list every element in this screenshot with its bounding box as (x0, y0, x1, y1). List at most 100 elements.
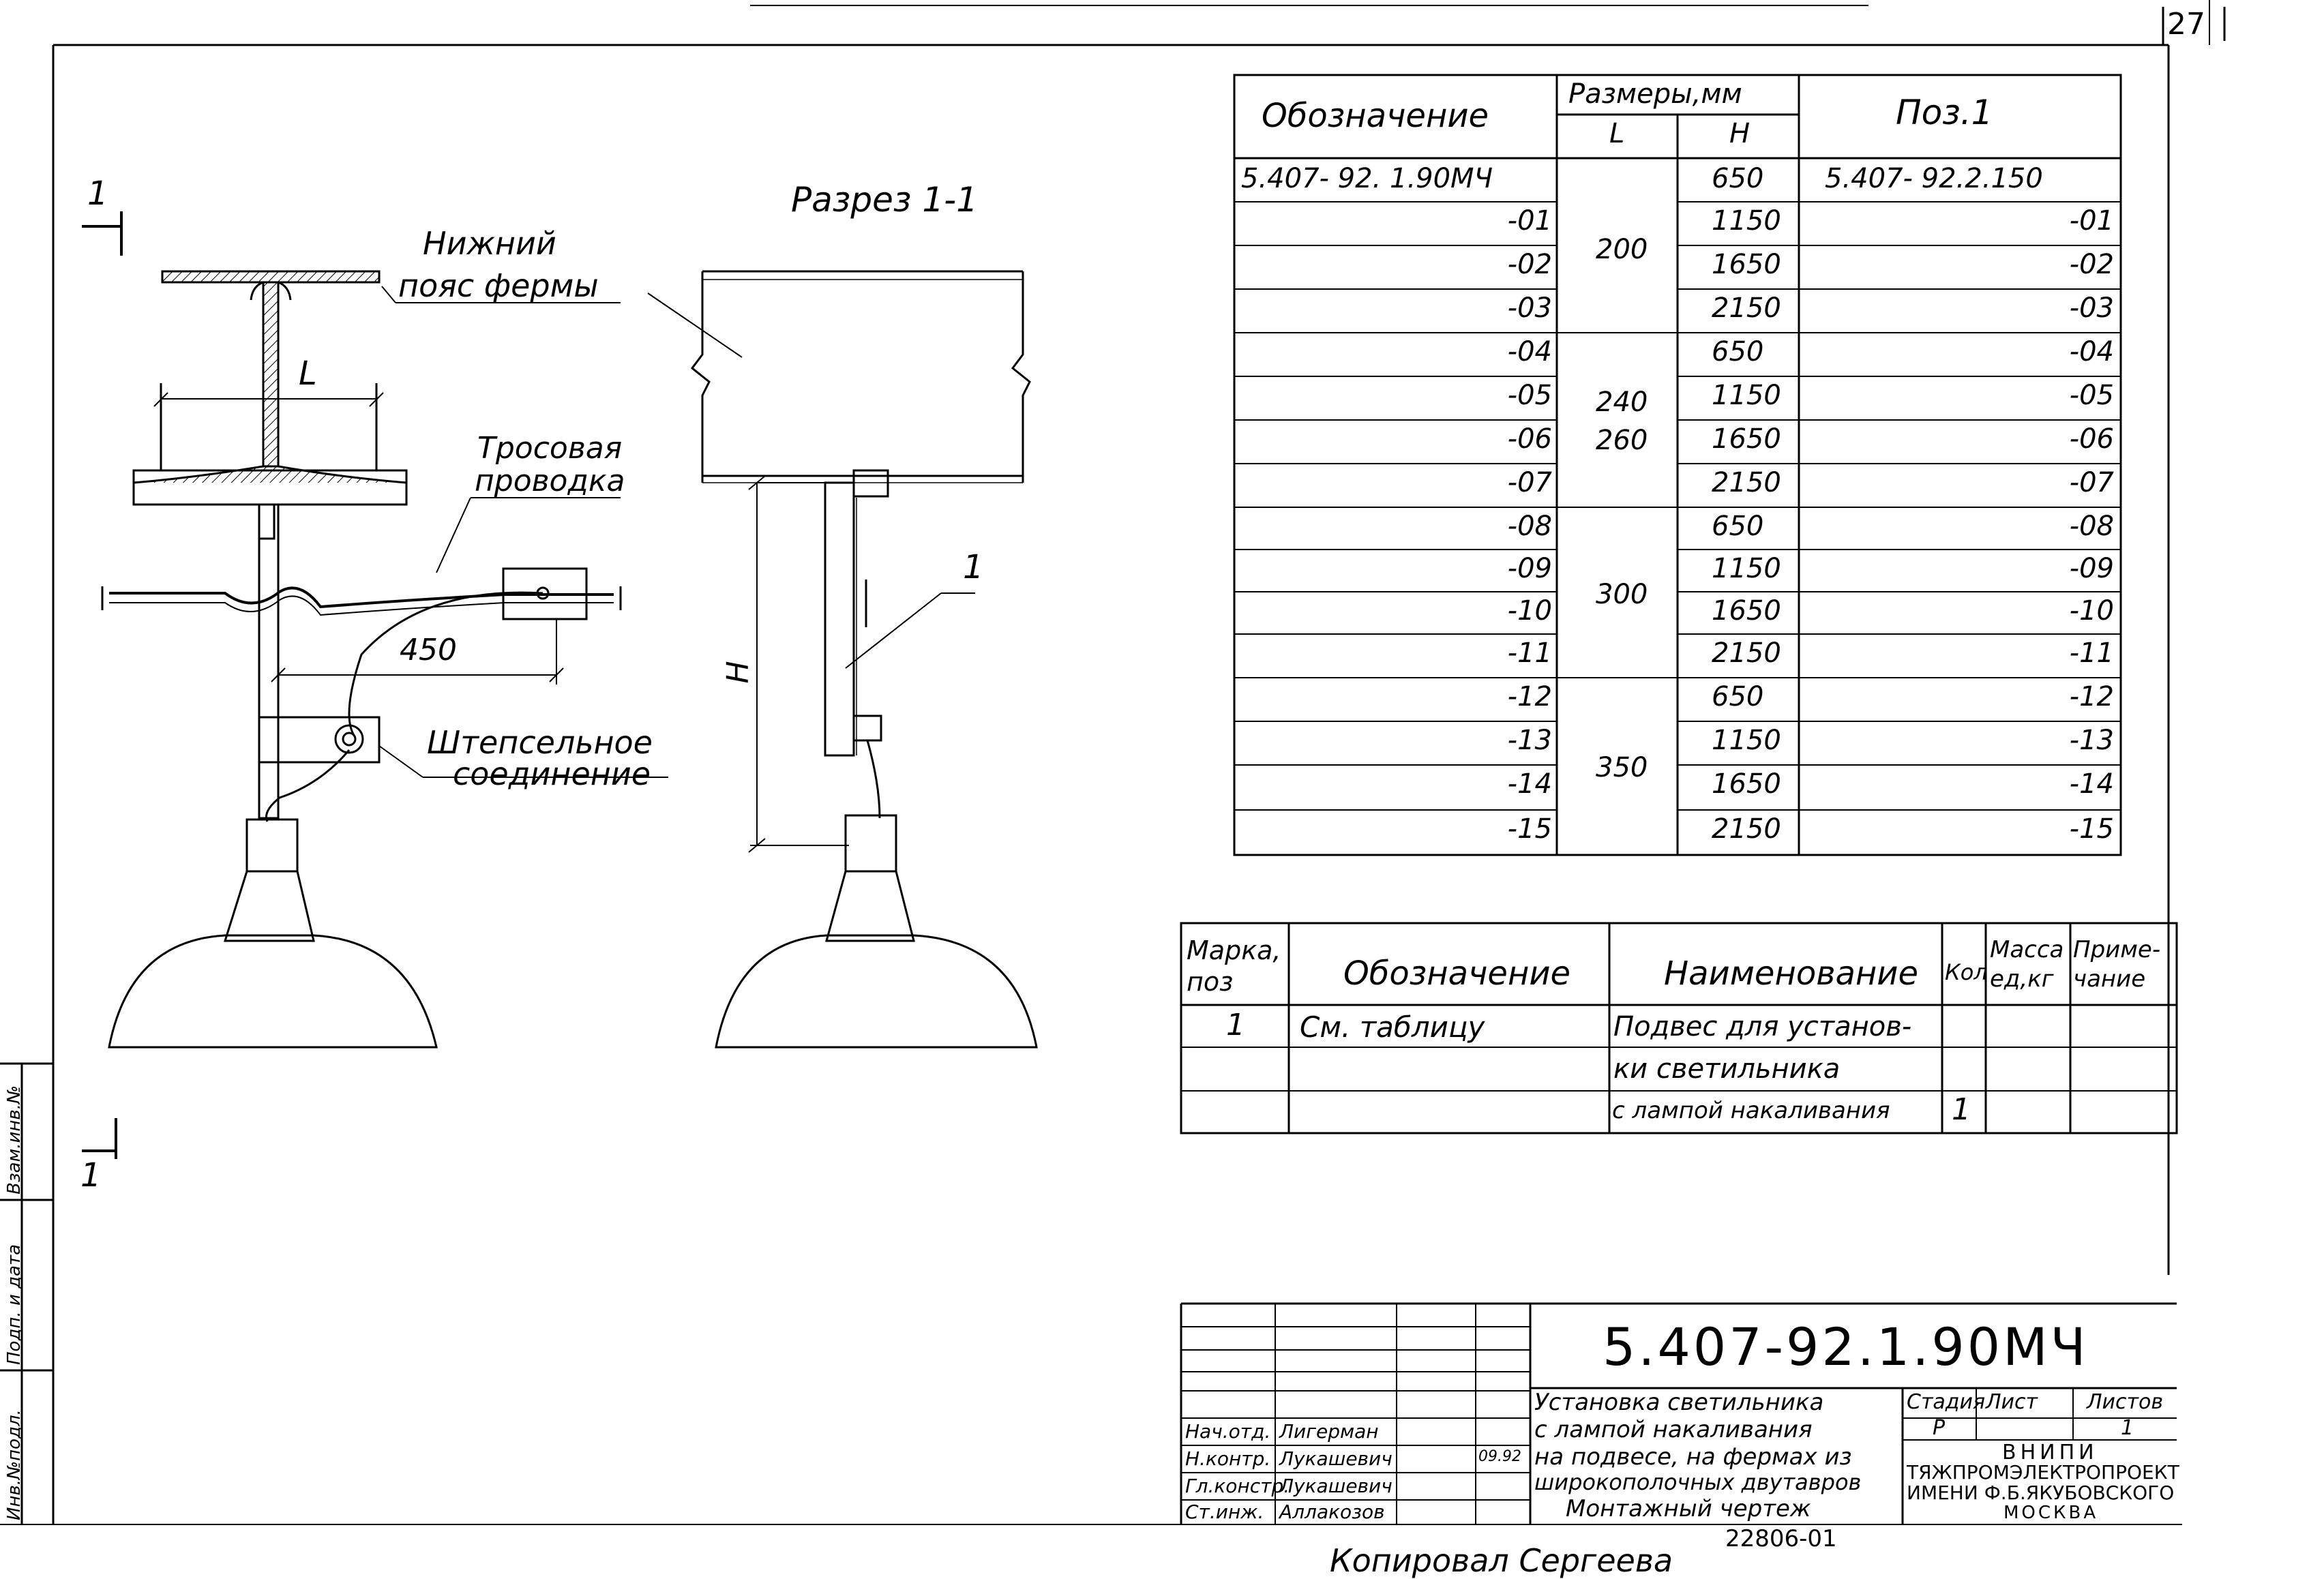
size-row-H: 2150 (1712, 467, 1781, 498)
size-row-H: 1650 (1712, 249, 1781, 280)
truss-label-line1: Нижний (423, 225, 556, 262)
size-row-H: 650 (1712, 511, 1764, 542)
size-row-designation: -07 (1507, 467, 1552, 498)
stage-value: Р (1933, 1416, 1946, 1440)
signer-date: 09.92 (1478, 1448, 1521, 1465)
signer-name: Лукашевич (1279, 1475, 1392, 1497)
signer-name: Лигерман (1279, 1420, 1379, 1443)
spec-header-designation: Обозначение (1343, 954, 1571, 993)
title-line2: с лампой накаливания (1534, 1416, 1813, 1443)
title-line1: Установка светильника (1534, 1389, 1824, 1416)
signer-role: Ст.инж. (1185, 1501, 1264, 1523)
size-row-pos: -01 (2069, 205, 2114, 237)
plug-label-line2: соединение (453, 755, 651, 792)
signer-role: Н.контр. (1185, 1447, 1271, 1470)
size-row-H: 1650 (1712, 595, 1781, 627)
size-row-designation: -06 (1507, 423, 1552, 455)
archive-number: 22806-01 (1725, 1525, 1837, 1552)
size-row-pos: -13 (2069, 725, 2114, 756)
size-row-H: 2150 (1712, 292, 1781, 324)
section-mark-top: 1 (87, 175, 108, 213)
dimension-L: L (299, 355, 317, 393)
size-row-H: 650 (1712, 336, 1764, 367)
spec-table-grid (1180, 922, 2178, 1134)
size-table-header-pos: Поз.1 (1896, 93, 1993, 132)
truss-chord-view (82, 211, 668, 1159)
size-row-pos: 5.407- 92.2.150 (1825, 163, 2043, 194)
size-row-pos: -11 (2069, 637, 2114, 669)
size-row-H: 650 (1712, 163, 1764, 194)
size-row-H: 1650 (1712, 768, 1781, 800)
size-row-pos: -12 (2069, 681, 2114, 712)
title-line4: широкополочных двутавров (1534, 1469, 1862, 1495)
size-row-pos: -14 (2069, 768, 2114, 800)
section-mark-bottom: 1 (80, 1156, 102, 1194)
size-row-H: 1150 (1712, 205, 1781, 237)
side-strip-signature-date: Подп. и дата (4, 1244, 25, 1365)
size-table-grid (1233, 74, 2122, 856)
size-row-pos: -09 (2069, 553, 2114, 584)
size-row-H: 1150 (1712, 380, 1781, 411)
sheets-label: Листов (2087, 1390, 2164, 1414)
size-row-designation: -14 (1507, 768, 1552, 800)
size-row-H: 2150 (1712, 637, 1781, 669)
copied-by: Копировал Сергеева (1330, 1542, 1673, 1579)
size-row-H: 2150 (1712, 813, 1781, 845)
side-strip-replacement: Взам.инв.№ (4, 1085, 25, 1194)
size-row-pos: -08 (2069, 511, 2114, 542)
spec-row-name-line1: Подвес для установ- (1613, 1011, 1912, 1042)
size-row-designation: -08 (1507, 511, 1552, 542)
size-row-designation: -05 (1507, 380, 1552, 411)
spec-row-name-line3: с лампой накаливания (1612, 1097, 1890, 1124)
size-table-header-L: L (1609, 118, 1625, 149)
spec-row-designation: См. таблицу (1300, 1010, 1485, 1044)
cable-label-line1: Тросовая (477, 431, 623, 466)
size-row-L: 350 (1596, 752, 1648, 783)
size-row-pos: -03 (2069, 292, 2114, 324)
size-row-designation: -04 (1507, 336, 1552, 367)
size-row-pos: -02 (2069, 249, 2114, 280)
section-view (647, 270, 1038, 1049)
size-row-pos: -04 (2069, 336, 2114, 367)
signer-role: Нач.отд. (1185, 1420, 1271, 1443)
plug-label-line1: Штепсельное (427, 724, 653, 761)
size-row-pos: -05 (2069, 380, 2114, 411)
spec-row-mark: 1 (1226, 1008, 1245, 1042)
size-row-designation: -11 (1507, 637, 1552, 669)
org-line3: ИМЕНИ Ф.Б.ЯКУБОВСКОГО (1907, 1482, 2175, 1504)
sheets-value: 1 (2121, 1416, 2134, 1440)
sheet-label: Лист (1986, 1390, 2038, 1414)
size-row-H: 650 (1712, 681, 1764, 712)
sheet-number: 27 (2167, 7, 2205, 42)
section-title: Разрез 1-1 (791, 180, 979, 220)
size-table-header-H: H (1729, 118, 1751, 149)
size-row-pos: -06 (2069, 423, 2114, 455)
spec-header-mark: Марка, поз (1187, 935, 1281, 997)
position-marker-1: 1 (963, 548, 984, 586)
size-row-H: 1150 (1712, 553, 1781, 584)
size-row-L: 240 260 (1596, 387, 1648, 456)
signer-role: Гл.констр. (1185, 1475, 1290, 1497)
size-row-pos: -07 (2069, 467, 2114, 498)
size-row-H: 1650 (1712, 423, 1781, 455)
size-row-designation: -15 (1507, 813, 1552, 845)
document-code: 5.407-92.1.90МЧ (1603, 1317, 2089, 1377)
title-line3: на подвесе, на фермах из (1534, 1443, 1852, 1471)
spec-header-name: Наименование (1664, 954, 1919, 993)
size-row-designation: -02 (1507, 249, 1552, 280)
truss-label-line2: пояс фермы (398, 267, 599, 304)
signer-name: Аллакозов (1279, 1501, 1385, 1523)
size-row-designation: -12 (1507, 681, 1552, 712)
side-strip-inventory: Инв.№подл. (4, 1409, 25, 1520)
signer-name: Лукашевич (1279, 1447, 1392, 1470)
cable-label-line2: проводка (475, 464, 625, 498)
spec-header-note: Приме- чание (2073, 936, 2161, 993)
size-row-H: 1150 (1712, 725, 1781, 756)
dimension-450: 450 (400, 633, 457, 667)
spec-header-qty: Кол (1945, 959, 1988, 985)
size-row-designation: 5.407- 92. 1.90МЧ (1241, 163, 1493, 194)
dimension-H: H (720, 661, 756, 684)
size-table-header-sizes: Размеры,мм (1568, 78, 1742, 110)
size-row-L: 200 (1596, 234, 1648, 265)
